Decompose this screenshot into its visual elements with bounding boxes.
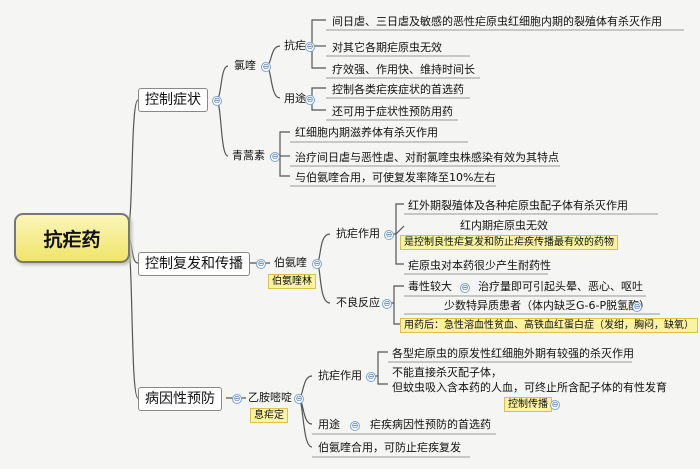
branch-causal-prevention[interactable]: 病因性预防 [138,387,222,411]
node-antimalarial-action[interactable]: 抗疟作用 [336,227,380,240]
list-item: 疟原虫对本药很少产生耐药性 [408,259,551,272]
list-item: 还可用于症状性预防用药 [332,105,453,118]
node-primaquine[interactable]: 伯氨喹 [274,256,307,269]
list-item: 与伯氨喹合用，可使复发率降至10%左右 [295,171,496,184]
collapse-icon[interactable]: ⊖ [350,421,360,431]
branch-label: 病因性预防 [145,391,215,407]
branch-control-symptoms[interactable]: 控制症状 [138,88,208,112]
highlight-note: 是控制良性疟复发和防止疟疾传播最有效的药物 [400,235,618,250]
list-item: 但蚊虫吸入含本药的人血，可终止所含配子体的有性发育 [392,381,667,394]
list-item: 红细胞内期滋养体有杀灭作用 [295,126,438,139]
collapse-icon[interactable]: ⊖ [294,394,304,404]
list-item: 疗效强、作用快、维持时间长 [332,63,475,76]
alias-tag: 伯氨喹林 [268,274,316,289]
node-use[interactable]: 用途 [284,92,306,105]
list-item: 治疗量即可引起头晕、恶心、呕吐 [478,280,643,293]
list-item: 红外期裂殖体及各种疟原虫配子体有杀灭作用 [408,199,628,212]
list-item: 疟疾病因性预防的首选药 [370,418,491,431]
node-artemisinin[interactable]: 青蒿素 [232,149,265,162]
alias-tag: 息疟定 [250,408,288,423]
collapse-icon[interactable]: ⊖ [261,62,271,72]
collapse-icon[interactable]: ⊖ [270,152,280,162]
list-item: 各型疟原虫的原发性红细胞外期有较强的杀灭作用 [392,347,634,360]
highlight-note: 控制传播 [504,397,552,412]
list-item: 控制各类疟疾症状的首选药 [332,83,464,96]
node-adverse-reactions[interactable]: 不良反应 [336,296,380,309]
branch-control-relapse[interactable]: 控制复发和传播 [138,252,250,276]
collapse-icon[interactable]: ⊖ [460,283,470,293]
collapse-icon[interactable]: ⊖ [232,394,242,404]
list-item: 治疗间日虐与恶性虐、对耐氯喹虫株感染有效为其特点 [295,151,559,164]
collapse-icon[interactable]: ⊖ [305,42,315,52]
collapse-icon[interactable]: ⊖ [632,302,642,312]
collapse-icon[interactable]: ⊖ [212,96,222,106]
collapse-icon[interactable]: ⊖ [256,259,266,269]
list-item: 间日虐、三日虐及敏感的恶性疟原虫红细胞内期的裂殖体有杀灭作用 [332,15,662,28]
branch-label: 控制症状 [145,92,201,108]
root-node[interactable]: 抗疟药 [14,213,130,263]
branch-label: 控制复发和传播 [145,256,243,272]
list-item: 少数特异质患者（体内缺乏G-6-P脱氢酶） [444,299,651,312]
node-use[interactable]: 用途 [318,418,340,431]
collapse-icon[interactable]: ⊖ [550,400,560,410]
list-item: 对其它各期疟原虫无效 [332,41,442,54]
collapse-icon[interactable]: ⊖ [305,95,315,105]
list-item: 不能直接杀灭配子体， [392,366,502,379]
node-antimalarial-action[interactable]: 抗疟作用 [318,369,362,382]
collapse-icon[interactable]: ⊖ [382,299,392,309]
root-label: 抗疟药 [43,228,101,251]
highlight-note: 用药后：急性溶血性贫血、高铁血红蛋白症（发绀，胸闷，缺氧） [400,318,698,333]
node-antimalarial[interactable]: 抗疟 [284,39,306,52]
list-item: 伯氨喹合用，可防止疟疾复发 [318,441,461,454]
node-chloroquine[interactable]: 氯喹 [234,59,256,72]
collapse-icon[interactable]: ⊖ [366,372,376,382]
list-item: 红内期疟原虫无效 [460,219,548,232]
collapse-icon[interactable]: ⊖ [384,230,394,240]
collapse-icon[interactable]: ⊖ [312,259,322,269]
list-item: 毒性较大 [408,280,452,293]
node-pyrimethamine[interactable]: 乙胺嘧啶 [248,391,292,404]
